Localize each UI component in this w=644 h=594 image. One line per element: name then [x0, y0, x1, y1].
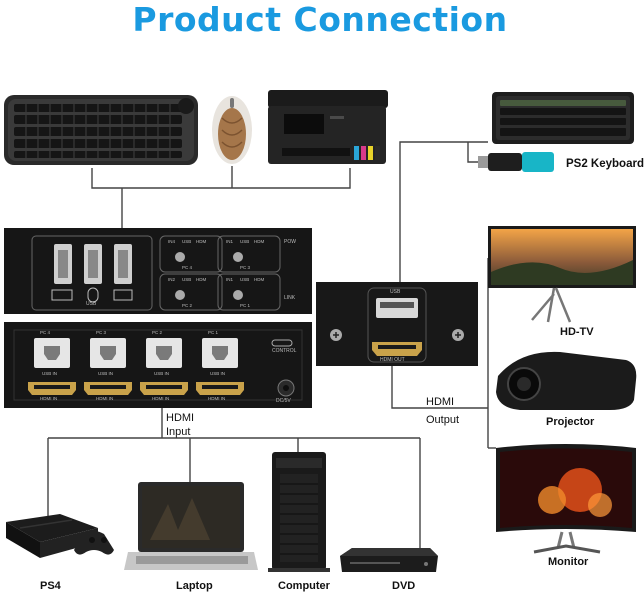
dvd-label: DVD: [392, 580, 416, 592]
port-3-hdmi: HDMI IN: [208, 396, 226, 401]
pow-label: POW: [284, 239, 296, 245]
kvm-back-panel: [4, 322, 312, 408]
port-2-pc: PC 2: [152, 330, 163, 335]
wooden-mouse: [212, 96, 252, 164]
pc-group-0-name: PC 4: [182, 265, 193, 270]
port-2-hdmi: HDMI IN: [152, 396, 170, 401]
ps2-usb-adapter: [478, 152, 554, 172]
pc-group-3-name: PC 1: [240, 303, 251, 308]
hdmi-output-label-2: Output: [426, 414, 460, 426]
hdmi-in-ports: [28, 382, 244, 395]
dc-label: DC/5V: [276, 398, 291, 404]
pc-group-0-label-2: HDM: [196, 239, 207, 244]
pc-group-3-label-0: IN1: [226, 277, 234, 282]
ps4-console: [6, 514, 114, 558]
link-label: LINK: [284, 295, 296, 301]
pc-group-2-label-1: USB: [182, 277, 192, 282]
hdtv-label: HD-TV: [560, 326, 594, 338]
peripherals-bus-line: [91, 168, 351, 189]
control-label: CONTROL: [272, 348, 297, 354]
pc-group-1-name: PC 3: [240, 265, 251, 270]
pc-group-2-label-2: HDM: [196, 277, 207, 282]
usb-b-ports: [34, 338, 238, 368]
front-usb-label: USB: [86, 301, 97, 307]
extender-panel: [316, 282, 478, 366]
hdmi-input-label-1: HDMI: [166, 412, 195, 424]
monitor-label: Monitor: [548, 556, 589, 568]
wireless-keyboard: [4, 95, 198, 165]
pc-group-1-label-1: USB: [240, 239, 250, 244]
port-1-hdmi: HDMI IN: [96, 396, 114, 401]
extender-to-projector-line: [391, 366, 488, 409]
pc-group-0-label-0: IN4: [168, 239, 176, 244]
pc-group-2-label-0: IN2: [168, 277, 176, 282]
extender-to-keyboard-line: [399, 141, 488, 282]
pc-group-1-label-0: IN1: [226, 239, 234, 244]
port-1-usb: USB IN: [98, 371, 114, 376]
port-0-usb: USB IN: [42, 371, 58, 376]
port-1-pc: PC 3: [96, 330, 107, 335]
computer-label: Computer: [278, 580, 330, 592]
extender-usb-label: USB: [390, 289, 401, 295]
hdmi-input-label-2: Input: [166, 426, 191, 438]
projector-label: Projector: [546, 416, 595, 428]
page-title: Product Connection: [132, 0, 508, 39]
extender-hdmi-out-label: HDMI OUT: [380, 357, 405, 363]
computer-tower: [268, 452, 330, 572]
port-2-usb: USB IN: [154, 371, 170, 376]
ps4-label: PS4: [40, 580, 61, 592]
pc-group-2-name: PC 2: [182, 303, 193, 308]
keyboard-branch-line: [467, 142, 478, 163]
ps2-keyboard: [492, 92, 634, 144]
port-3-usb: USB IN: [210, 371, 226, 376]
connection-lines: [47, 141, 496, 548]
pc-group-1-label-2: HDM: [254, 239, 265, 244]
hdtv: [488, 226, 636, 323]
ps2-keyboard-label: PS2 Keyboard: [566, 158, 644, 170]
laptop: [124, 482, 258, 570]
port-0-hdmi: HDMI IN: [40, 396, 58, 401]
printer: [268, 90, 388, 164]
kvm-front-panel: [4, 228, 312, 314]
projector: [496, 351, 637, 410]
laptop-label: Laptop: [176, 580, 213, 592]
pc-group-3-label-2: HDM: [254, 277, 265, 282]
port-0-pc: PC 4: [40, 330, 51, 335]
pc-group-3-label-1: USB: [240, 277, 250, 282]
gaming-monitor: [496, 444, 636, 554]
dvd-player: [340, 548, 438, 572]
hdmi-output-label-1: HDMI: [426, 396, 455, 408]
port-3-pc: PC 1: [208, 330, 219, 335]
pc-group-0-label-1: USB: [182, 239, 192, 244]
